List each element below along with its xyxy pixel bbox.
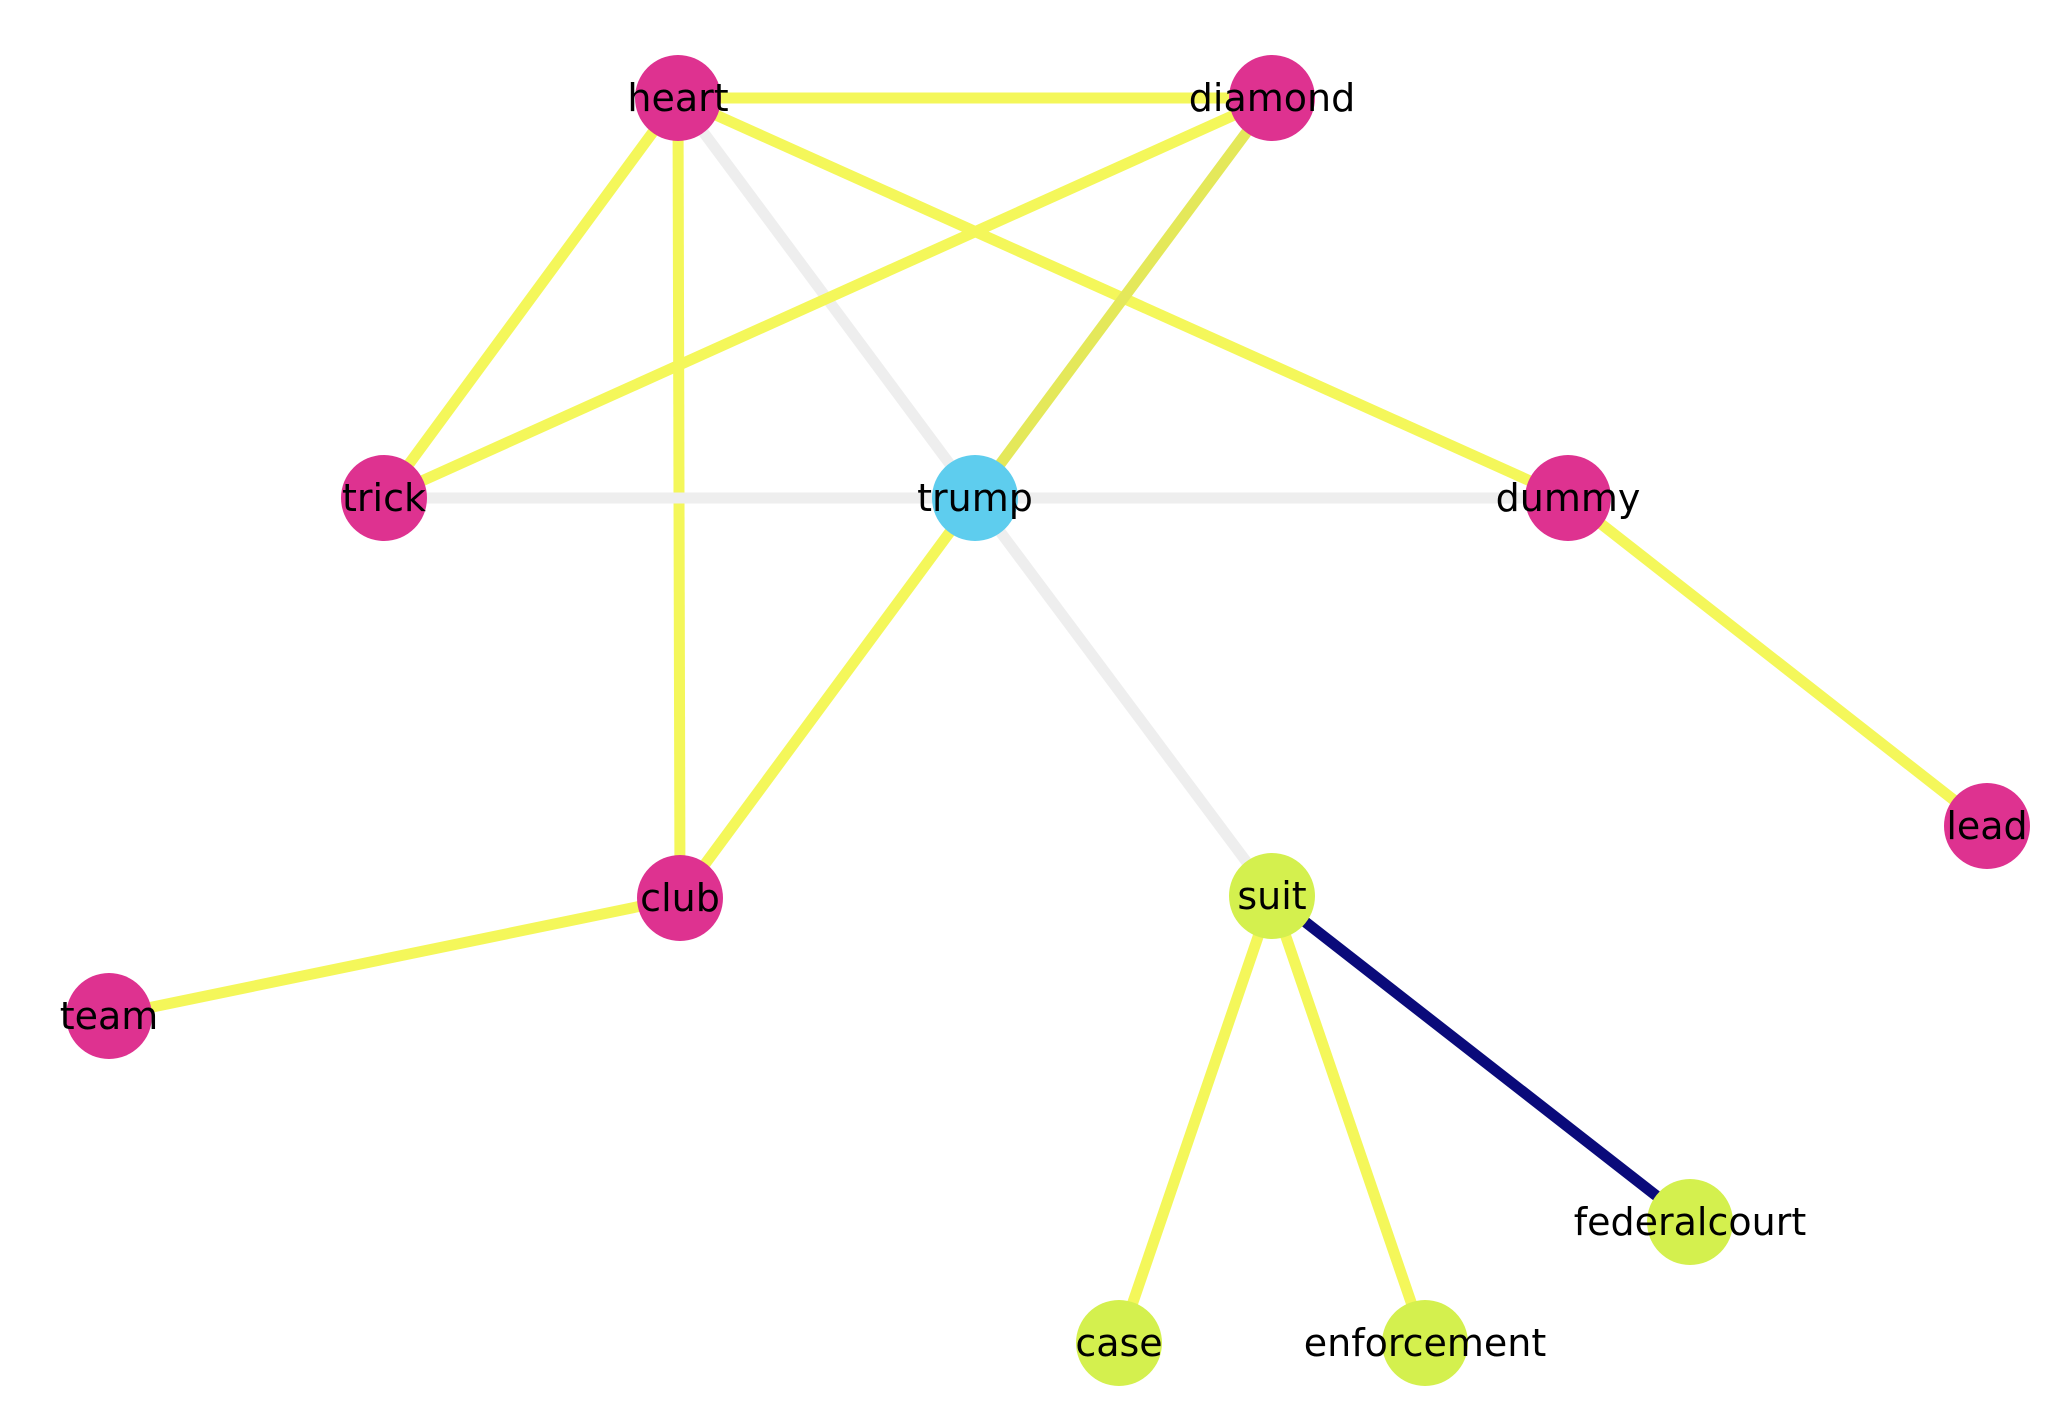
node-label-club: club xyxy=(640,876,720,920)
node-layer xyxy=(66,55,2030,1386)
node-trick[interactable] xyxy=(341,455,427,541)
edge-trump-suit xyxy=(970,494,1277,900)
edge-layer xyxy=(107,92,1991,1345)
node-heart[interactable] xyxy=(635,55,721,141)
edge-suit-enforcement xyxy=(1266,894,1431,1345)
edge-diamond-trump xyxy=(970,94,1277,502)
node-label-federalcourt: federalcourt xyxy=(1574,1200,1806,1244)
edge-heart-trick xyxy=(379,94,683,502)
node-suit[interactable] xyxy=(1229,853,1315,939)
node-label-suit: suit xyxy=(1237,874,1306,918)
node-label-enforcement: enforcement xyxy=(1304,1321,1547,1365)
edge-suit-federalcourt xyxy=(1268,891,1694,1227)
node-team[interactable] xyxy=(66,973,152,1059)
node-federalcourt[interactable] xyxy=(1647,1179,1733,1265)
node-diamond[interactable] xyxy=(1229,55,1315,141)
node-label-diamond: diamond xyxy=(1189,76,1355,120)
node-club[interactable] xyxy=(637,855,723,941)
node-lead[interactable] xyxy=(1944,783,2030,869)
node-enforcement[interactable] xyxy=(1382,1300,1468,1386)
node-dummy[interactable] xyxy=(1525,455,1611,541)
node-case[interactable] xyxy=(1076,1300,1162,1386)
edge-suit-case xyxy=(1113,894,1278,1345)
node-label-case: case xyxy=(1075,1321,1162,1365)
node-label-lead: lead xyxy=(1946,804,2027,848)
edge-diamond-trick xyxy=(381,92,1275,504)
edge-dummy-lead xyxy=(1564,493,1991,831)
node-label-dummy: dummy xyxy=(1496,476,1641,520)
edge-club-team xyxy=(107,892,682,1022)
node-label-team: team xyxy=(60,994,159,1038)
node-label-trump: trump xyxy=(917,476,1033,520)
edge-trump-club xyxy=(675,494,980,902)
node-label-heart: heart xyxy=(627,76,728,120)
node-label-trick: trick xyxy=(342,476,426,520)
node-trump[interactable] xyxy=(932,455,1018,541)
label-layer: heart diamond trick trump dummy lead club team s… xyxy=(60,76,2028,1365)
